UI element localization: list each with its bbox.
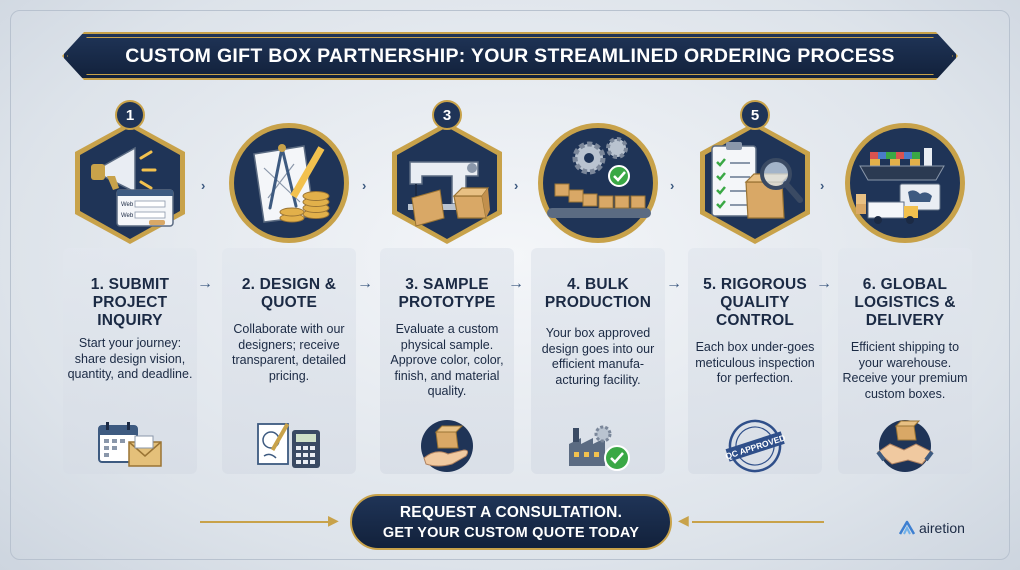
step-title: 6. GLOBAL LOGISTICS & DELIVERY <box>854 276 956 329</box>
flow-arrow-icon: → <box>666 275 682 292</box>
hand-box-icon <box>412 418 482 474</box>
qc-approved-stamp-icon: QC APPROVED <box>720 418 790 474</box>
step-title: 4. BULK PRODUCTION <box>544 276 652 311</box>
step-description: Each box under-goes meticulous inspectio… <box>695 340 815 385</box>
step-title: 5. RIGOROUS QUALITY CONTROL <box>703 276 807 329</box>
infographic-frame <box>10 10 1010 560</box>
step-badge: 3 <box>432 100 462 130</box>
airetion-logo-icon <box>898 520 916 535</box>
ship-truck-map-icon <box>840 118 970 248</box>
cta-connector-right <box>692 521 824 523</box>
step-title: 1. SUBMIT PROJECT INQUIRY <box>90 276 170 329</box>
handshake-box-icon <box>870 418 940 474</box>
arrow-left-icon: ◀ <box>678 512 689 528</box>
checklist-magnifier-icon <box>690 118 820 248</box>
sketch-calculator-icon <box>254 418 324 474</box>
step-title: 3. SAMPLE PROTOTYPE <box>398 276 496 311</box>
cta-line-2: GET YOUR CUSTOM QUOTE TODAY <box>382 524 640 541</box>
step-2: 2. DESIGN & QUOTE Collaborate with our d… <box>214 100 364 478</box>
title-banner: CUSTOM GIFT BOX PARTNERSHIP: YOUR STREAM… <box>62 32 958 80</box>
step-6: 6. GLOBAL LOGISTICS & DELIVERY Efficient… <box>830 100 980 478</box>
flow-arrow-icon: → <box>508 275 524 292</box>
step-description: Efficient shipping to your warehouse. Re… <box>842 340 968 401</box>
step-description: Your box approved design goes into our e… <box>541 326 655 387</box>
chevron-right-icon: › <box>820 178 825 193</box>
brand-name: airetion <box>919 520 965 536</box>
cta-connector-left <box>200 521 332 523</box>
web-label-2: Web <box>121 213 134 219</box>
megaphone-web-form-icon: Web Web <box>65 118 195 248</box>
step-4: 4. BULK PRODUCTION Your box approved des… <box>523 100 673 478</box>
step-panel <box>222 248 356 474</box>
factory-check-icon <box>563 418 633 474</box>
step-badge: 1 <box>115 100 145 130</box>
step-1: 1 Web Web 1. SUBMIT PROJECT INQUIRY Star… <box>55 100 205 478</box>
drafting-coins-icon <box>224 118 354 248</box>
flow-arrow-icon: → <box>357 275 373 292</box>
step-description: Collaborate with our designers; receive … <box>232 322 346 383</box>
step-description: Start your journey: share design vision,… <box>67 336 193 381</box>
flow-arrow-icon: → <box>816 275 832 292</box>
step-5: 5 5. RIGOROUS QUALITY CONTROL Each box u… <box>680 100 830 478</box>
page-title: CUSTOM GIFT BOX PARTNERSHIP: YOUR STREAM… <box>125 44 895 67</box>
step-badge: 5 <box>740 100 770 130</box>
calendar-envelope-icon <box>95 418 165 474</box>
step-title: 2. DESIGN & QUOTE <box>241 276 337 311</box>
chevron-right-icon: › <box>201 178 206 193</box>
cta-line-1: REQUEST A CONSULTATION. <box>399 503 623 521</box>
gears-conveyor-icon <box>533 118 663 248</box>
request-consultation-button[interactable]: REQUEST A CONSULTATION. GET YOUR CUSTOM … <box>350 494 672 550</box>
step-description: Evaluate a custom physical sample. Appro… <box>390 322 504 398</box>
arrow-right-icon: ▶ <box>328 512 339 528</box>
flow-arrow-icon: → <box>197 275 213 292</box>
step-3: 3 3. SAMPLE PROTOTYPE Evaluate a custom … <box>372 100 522 478</box>
chevron-right-icon: › <box>362 178 367 193</box>
web-label-1: Web <box>121 202 134 208</box>
chevron-right-icon: › <box>514 178 519 193</box>
step-panel <box>688 248 822 474</box>
chevron-right-icon: › <box>670 178 675 193</box>
sewing-machine-box-icon <box>382 118 512 248</box>
brand-logo: airetion <box>898 520 965 536</box>
